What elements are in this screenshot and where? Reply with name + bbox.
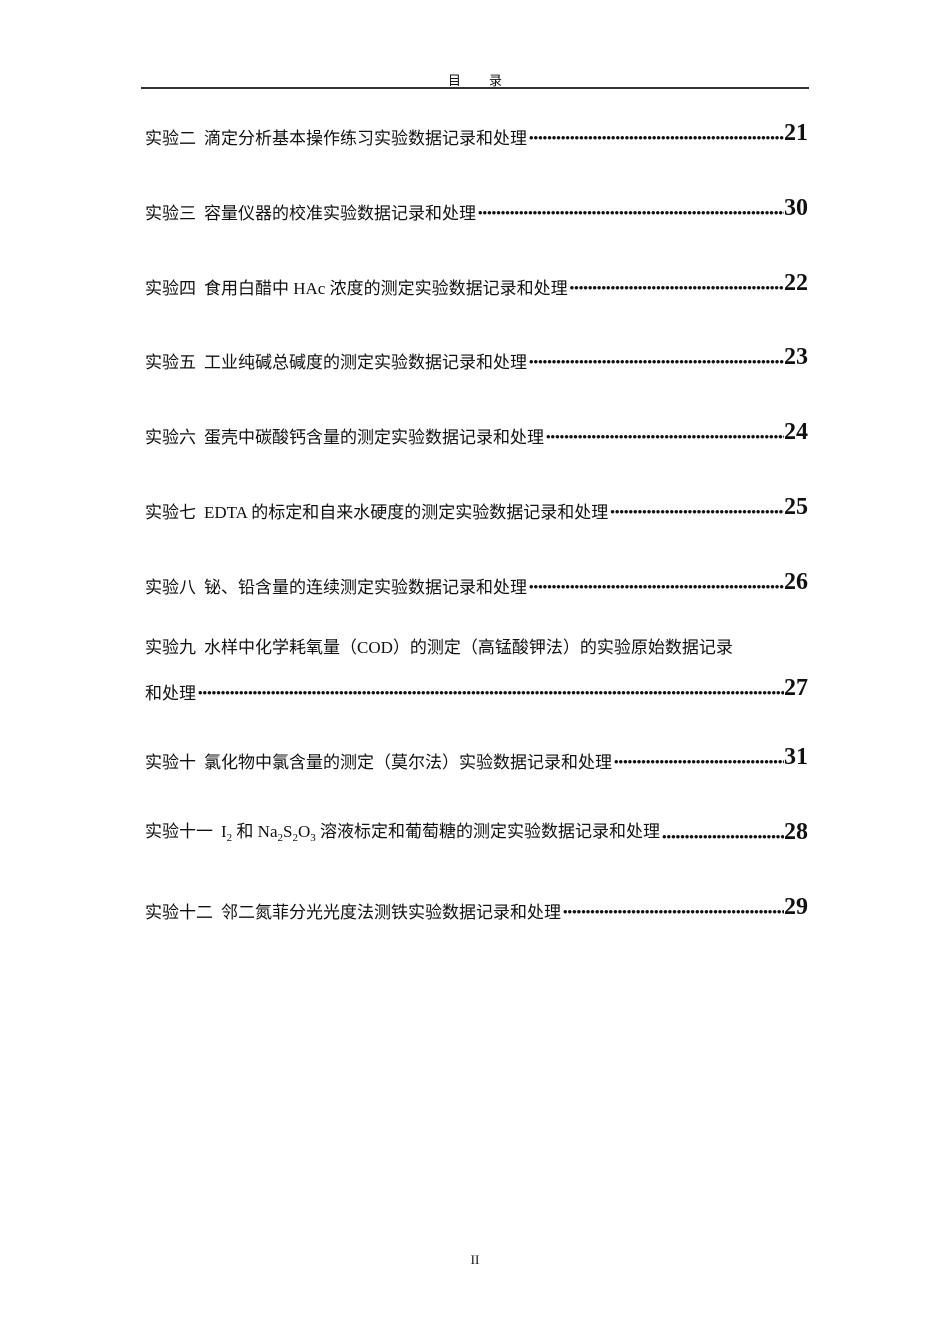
toc-prefix: 实验十	[145, 753, 196, 772]
toc-entry-11[interactable]: 实验十一 I2 和 Na2S2O3 溶液标定和葡萄糖的测定实验数据记录和处理 28	[145, 819, 808, 851]
toc-title: 容量仪器的校准实验数据记录和处理	[204, 204, 476, 223]
toc-leader-dots	[614, 752, 784, 776]
toc-prefix: 实验三	[145, 204, 196, 223]
toc-page-number: 23	[784, 344, 808, 370]
toc-title: 蛋壳中碳酸钙含量的测定实验数据记录和处理	[204, 428, 544, 447]
toc-title: EDTA 的标定和自来水硬度的测定实验数据记录和处理	[204, 503, 609, 522]
toc-title: 铋、铅含量的连续测定实验数据记录和处理	[204, 578, 527, 597]
toc-leader-dots	[478, 203, 784, 227]
toc-page-number: 24	[784, 419, 808, 445]
toc-prefix: 实验五	[145, 353, 196, 372]
toc-prefix: 实验十一	[145, 822, 213, 841]
toc-page-number: 26	[784, 569, 808, 595]
toc-leader-dots	[610, 502, 784, 526]
toc-leader-dots	[529, 352, 784, 376]
toc-title: 食用白醋中 HAc 浓度的测定实验数据记录和处理	[204, 279, 568, 298]
toc-leader-dots	[563, 902, 784, 926]
header-divider	[141, 87, 809, 89]
toc-leader-dots	[529, 577, 784, 601]
toc-title-line2: 和处理	[145, 684, 196, 703]
toc-page-number: 22	[784, 270, 808, 296]
toc-entry-9[interactable]: 实验九水样中化学耗氧量（COD）的测定（高锰酸钾法）的实验原始数据记录 和处理 …	[145, 635, 808, 707]
toc-title-line1: 水样中化学耗氧量（COD）的测定（高锰酸钾法）的实验原始数据记录	[204, 638, 733, 657]
toc-leader-dots	[570, 278, 784, 302]
toc-page-number: 21	[784, 120, 808, 146]
footer-page-number: II	[470, 1252, 480, 1267]
toc-title: 氯化物中氯含量的测定（莫尔法）实验数据记录和处理	[204, 753, 612, 772]
toc-prefix: 实验四	[145, 279, 196, 298]
toc-page-number: 30	[784, 195, 808, 221]
toc-prefix: 实验八	[145, 578, 196, 597]
toc-leader-dots	[546, 427, 784, 451]
toc-prefix: 实验六	[145, 428, 196, 447]
toc-title: I2 和 Na2S2O3 溶液标定和葡萄糖的测定实验数据记录和处理	[221, 822, 660, 844]
toc-leader-dots	[198, 683, 784, 707]
toc-prefix: 实验九	[145, 638, 196, 657]
toc-title: 滴定分析基本操作练习实验数据记录和处理	[204, 129, 527, 148]
toc-page-number: 27	[784, 675, 808, 701]
toc-page-number: 25	[784, 494, 808, 520]
toc-title: 邻二氮菲分光光度法测铁实验数据记录和处理	[221, 903, 561, 922]
toc-page-number: 29	[784, 894, 808, 920]
toc-prefix: 实验七	[145, 503, 196, 522]
toc-prefix: 实验十二	[145, 903, 213, 922]
page-header-title: 目录	[447, 73, 530, 88]
toc-entry-7[interactable]: 实验七 EDTA 的标定和自来水硬度的测定实验数据记录和处理 25	[145, 494, 808, 526]
toc-page-number: 31	[784, 744, 808, 770]
toc-title: 工业纯碱总碱度的测定实验数据记录和处理	[204, 353, 527, 372]
toc-leader-dots	[529, 128, 784, 152]
toc-leader-dots	[662, 827, 784, 851]
toc-prefix: 实验二	[145, 129, 196, 148]
toc-page-number: 28	[784, 819, 808, 845]
